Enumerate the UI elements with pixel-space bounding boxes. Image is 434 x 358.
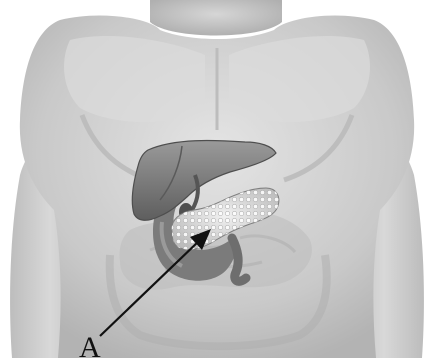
left-pectoral: [64, 36, 205, 122]
right-pectoral: [229, 36, 370, 122]
neck: [150, 0, 282, 36]
label-a: A: [79, 331, 101, 358]
